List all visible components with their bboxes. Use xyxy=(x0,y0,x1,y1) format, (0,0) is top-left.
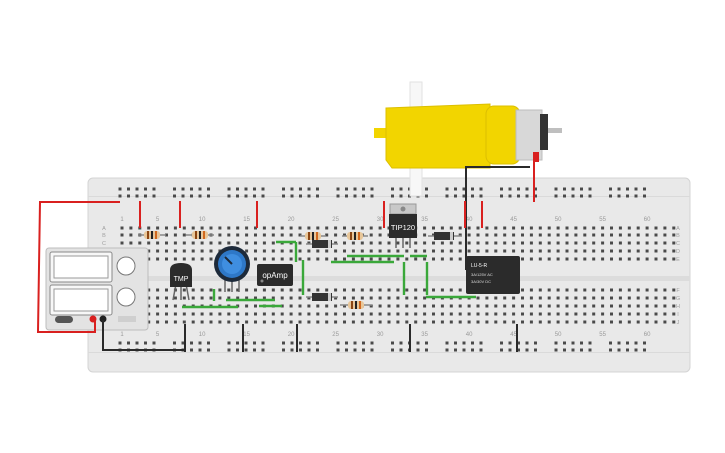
row-letter: C xyxy=(676,241,680,247)
column-number: 55 xyxy=(599,332,606,338)
column-number: 55 xyxy=(599,217,606,223)
row-letter: G xyxy=(676,296,680,302)
relay-rating-dc: 3A/30V DC xyxy=(471,279,491,284)
column-number: 30 xyxy=(377,217,384,223)
column-number: 25 xyxy=(332,217,339,223)
diode-2 xyxy=(306,293,338,301)
row-letter: A xyxy=(676,226,680,232)
sensor-label: TMP xyxy=(174,276,189,283)
column-number: 30 xyxy=(377,332,384,338)
potentiometer-icon[interactable] xyxy=(214,246,250,292)
diode-1 xyxy=(306,240,338,248)
opamp-label: opAmp xyxy=(262,271,288,280)
column-number: 20 xyxy=(288,332,295,338)
row-letter: E xyxy=(676,257,680,263)
column-number: 10 xyxy=(199,332,206,338)
column-number: 35 xyxy=(421,332,428,338)
transistor-tip120[interactable]: TIP120 xyxy=(389,203,417,248)
column-number: 1 xyxy=(120,332,124,338)
row-letter: A xyxy=(102,226,106,232)
resistor-3 xyxy=(300,232,326,240)
column-number: 15 xyxy=(243,217,250,223)
opamp-chip[interactable]: opAmp xyxy=(257,264,293,286)
column-number: 45 xyxy=(510,332,517,338)
row-letter: H xyxy=(676,304,680,310)
power-supply-icon[interactable] xyxy=(45,247,149,331)
row-letter: B xyxy=(676,233,680,239)
row-letter: F xyxy=(676,288,680,294)
resistor-2 xyxy=(186,231,214,239)
dc-gear-motor-icon[interactable] xyxy=(374,81,562,197)
column-number: 35 xyxy=(421,217,428,223)
resistor-4 xyxy=(342,232,368,240)
column-number: 50 xyxy=(555,332,562,338)
relay-rating-ac: 3A/125V AC xyxy=(471,272,493,277)
temperature-sensor[interactable]: TMP xyxy=(170,263,192,301)
column-number: 60 xyxy=(644,332,651,338)
column-number: 10 xyxy=(199,217,206,223)
column-number: 1 xyxy=(120,217,124,223)
diode-3 xyxy=(428,232,462,240)
column-number: 50 xyxy=(555,217,562,223)
column-number: 20 xyxy=(288,217,295,223)
relay[interactable]: LU-5-R 3A/125V AC 3A/30V DC xyxy=(466,256,520,294)
row-letter: I xyxy=(677,312,679,318)
column-number: 15 xyxy=(243,332,250,338)
resistors[interactable] xyxy=(138,231,372,309)
wires xyxy=(36,162,535,352)
column-number: 5 xyxy=(156,217,160,223)
column-number: 40 xyxy=(466,217,473,223)
transistor-label: TIP120 xyxy=(391,223,415,232)
row-letter: B xyxy=(102,233,106,239)
row-letter: J xyxy=(677,320,680,326)
relay-label: LU-5-R xyxy=(471,263,488,269)
column-number: 5 xyxy=(156,332,160,338)
column-number: 45 xyxy=(510,217,517,223)
diodes[interactable] xyxy=(306,232,462,301)
resistor-5 xyxy=(340,301,372,309)
row-letter: D xyxy=(676,249,680,255)
row-letter: C xyxy=(102,241,106,247)
column-number: 25 xyxy=(332,332,339,338)
column-number: 60 xyxy=(644,217,651,223)
column-number: 40 xyxy=(466,332,473,338)
resistor-1 xyxy=(138,231,166,239)
